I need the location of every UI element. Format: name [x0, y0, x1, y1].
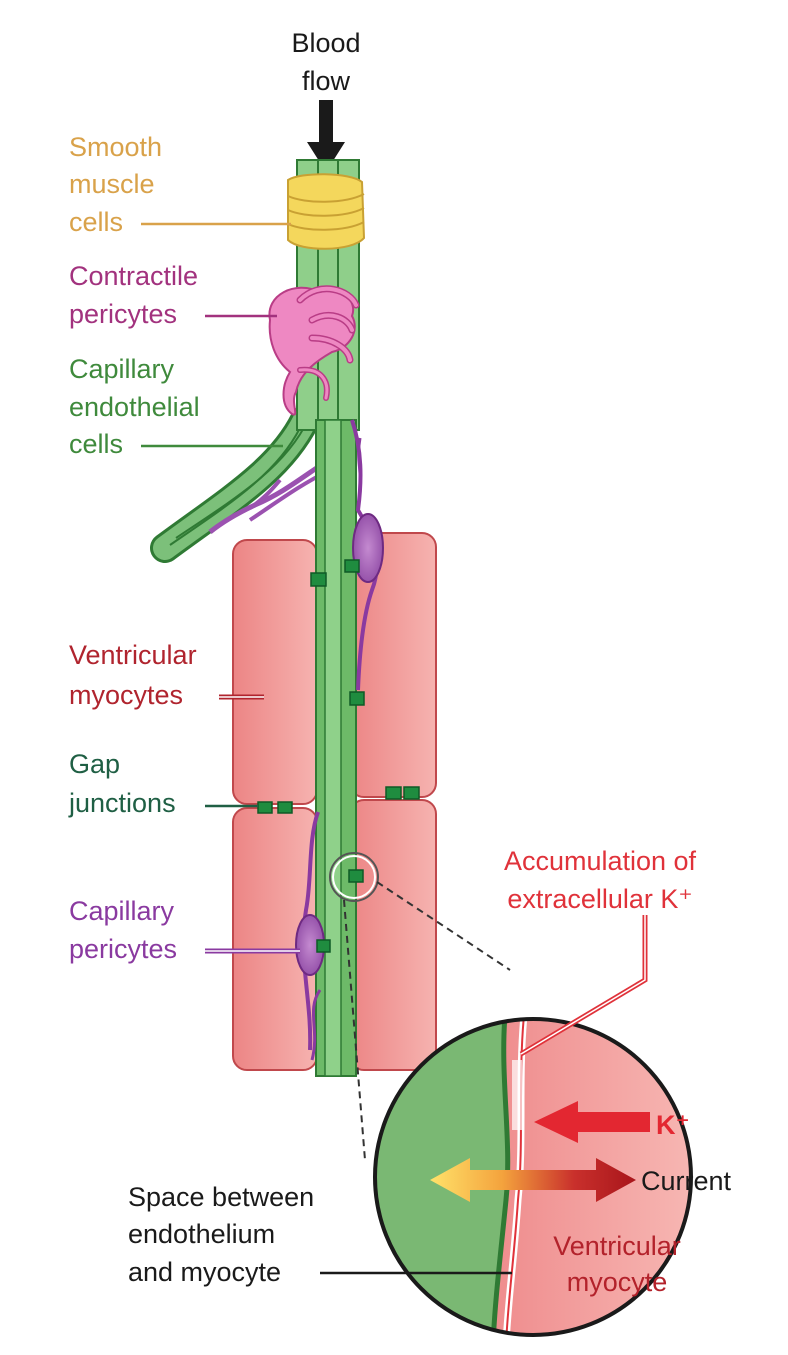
- gap-junction-marker: [386, 787, 401, 799]
- label-contractile-pericytes: Contractile pericytes: [69, 261, 277, 329]
- capillary-pericytes-label-line2: pericytes: [69, 934, 177, 964]
- accumulation-label-line2: extracellular K⁺: [507, 884, 692, 914]
- myocyte-cell-lower-right: [350, 800, 436, 1070]
- gap-junction-marker: [349, 870, 363, 882]
- label-smooth-muscle: Smooth muscle cells: [69, 132, 291, 237]
- gap-junction-marker: [404, 787, 419, 799]
- label-capillary-endothelial: Capillary endothelial cells: [69, 354, 283, 459]
- inset-k-label: K⁺: [656, 1110, 690, 1140]
- smooth-muscle-label-line1: Smooth: [69, 132, 162, 162]
- gap-junction-marker: [258, 802, 272, 813]
- gap-junctions-label-line2: junctions: [68, 788, 176, 818]
- space-between-label-line2: endothelium: [128, 1219, 275, 1249]
- inset-myocyte-label-line2: myocyte: [567, 1267, 668, 1297]
- myocyte-cell-upper-left: [233, 540, 317, 804]
- blood-flow-label-line2: flow: [302, 66, 351, 96]
- smooth-muscle-cells: [288, 174, 364, 249]
- blood-flow-label-line1: Blood: [291, 28, 360, 58]
- label-gap-junctions: Gap junctions: [68, 749, 258, 818]
- gap-junctions-label-line1: Gap: [69, 749, 120, 779]
- gap-junction-marker: [345, 560, 359, 572]
- ventricular-myocytes-label-line1: Ventricular: [69, 640, 197, 670]
- smooth-muscle-label-line2: muscle: [69, 169, 155, 199]
- contractile-pericytes-label-line2: pericytes: [69, 299, 177, 329]
- space-between-label-line3: and myocyte: [128, 1257, 281, 1287]
- capillary-endothelial-label-line3: cells: [69, 429, 123, 459]
- gap-junction-marker: [350, 692, 364, 705]
- accumulation-label-line1: Accumulation of: [504, 846, 697, 876]
- contractile-pericytes-label-line1: Contractile: [69, 261, 198, 291]
- ventricular-myocytes-label-line2: myocytes: [69, 680, 183, 710]
- capillary-endothelial-label-line2: endothelial: [69, 392, 200, 422]
- capillary-pericytes-label-line1: Capillary: [69, 896, 175, 926]
- inset-zoom: K⁺ Current Ventricular myocyte: [370, 1015, 732, 1345]
- smooth-muscle-label-line3: cells: [69, 207, 123, 237]
- inset-current-label: Current: [641, 1166, 732, 1196]
- blood-flow-group: Blood flow: [291, 28, 360, 172]
- gap-junction-marker: [311, 573, 326, 586]
- space-between-label-line1: Space between: [128, 1182, 314, 1212]
- gap-junction-marker: [317, 940, 330, 952]
- capillary-endothelial-label-line1: Capillary: [69, 354, 175, 384]
- gap-junction-marker: [278, 802, 292, 813]
- inset-myocyte-label-line1: Ventricular: [553, 1231, 681, 1261]
